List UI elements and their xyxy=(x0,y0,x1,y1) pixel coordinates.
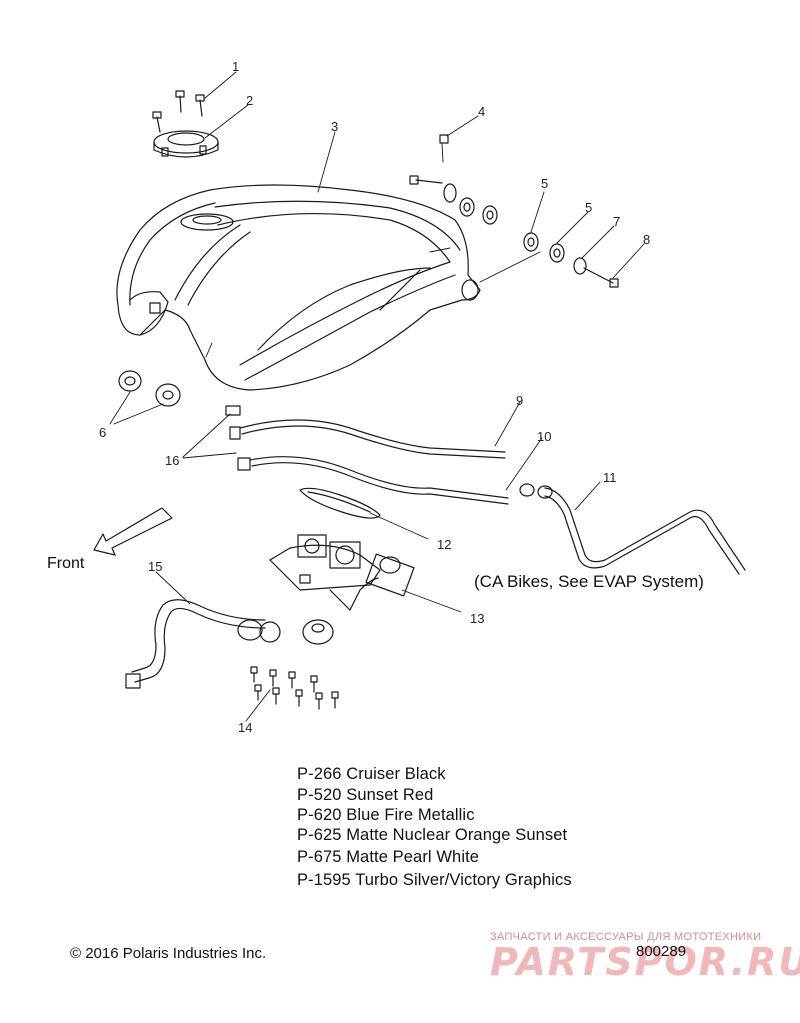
screw-set-part-1 xyxy=(152,90,205,133)
screws-part-14 xyxy=(250,666,339,710)
paint-code-item: P-620 Blue Fire Metallic xyxy=(297,806,475,824)
filler-ring-part-2 xyxy=(153,130,219,158)
callout-5b: 5 xyxy=(585,200,593,215)
watermark-logo: PARTSPOR.RU xyxy=(490,940,800,984)
gasket-part-12 xyxy=(299,487,381,519)
callout-11: 11 xyxy=(603,470,617,485)
fuel-pump-part-13 xyxy=(269,534,415,611)
callout-12: 12 xyxy=(437,537,452,552)
callout-9: 9 xyxy=(516,393,524,408)
paint-code-item: P-1595 Turbo Silver/Victory Graphics xyxy=(297,871,572,889)
grommets-part-6 xyxy=(118,370,181,407)
callout-16: 16 xyxy=(165,453,180,468)
drawing-number: 800289 xyxy=(636,943,687,960)
copyright-notice: © 2016 Polaris Industries Inc. xyxy=(70,945,267,962)
front-label: Front xyxy=(47,555,85,572)
fuel-hose-part-15 xyxy=(125,599,334,689)
vent-tube-part-10 xyxy=(249,456,509,505)
evap-line-part-11 xyxy=(519,483,746,575)
callout-8: 8 xyxy=(643,232,651,247)
callout-4: 4 xyxy=(478,104,486,119)
callout-2: 2 xyxy=(246,93,254,108)
fittings-part-16 xyxy=(225,405,251,471)
callout-13: 13 xyxy=(470,611,485,626)
callout-3: 3 xyxy=(331,119,339,134)
watermark-tagline: ЗАПЧАСТИ И АКСЕССУАРЫ ДЛЯ МОТОТЕХНИКИ xyxy=(490,931,762,943)
front-arrow xyxy=(93,507,173,556)
callout-6: 6 xyxy=(99,425,107,440)
callout-15: 15 xyxy=(148,559,163,574)
callout-5a: 5 xyxy=(541,176,549,191)
paint-code-item: P-675 Matte Pearl White xyxy=(297,848,480,866)
paint-code-item: P-625 Matte Nuclear Orange Sunset xyxy=(297,826,568,844)
paint-code-item: P-266 Cruiser Black xyxy=(297,765,446,783)
vent-tube-part-9 xyxy=(239,419,506,459)
callout-1: 1 xyxy=(232,59,240,74)
rear-mount-hardware xyxy=(409,134,619,288)
callout-7: 7 xyxy=(613,214,621,229)
callout-14: 14 xyxy=(238,720,253,735)
leader-lines xyxy=(109,71,645,722)
ca-evap-note: (CA Bikes, See EVAP System) xyxy=(474,572,704,591)
fuel-tank-part-3 xyxy=(116,184,481,391)
callout-10: 10 xyxy=(537,429,552,444)
paint-code-item: P-520 Sunset Red xyxy=(297,786,434,804)
